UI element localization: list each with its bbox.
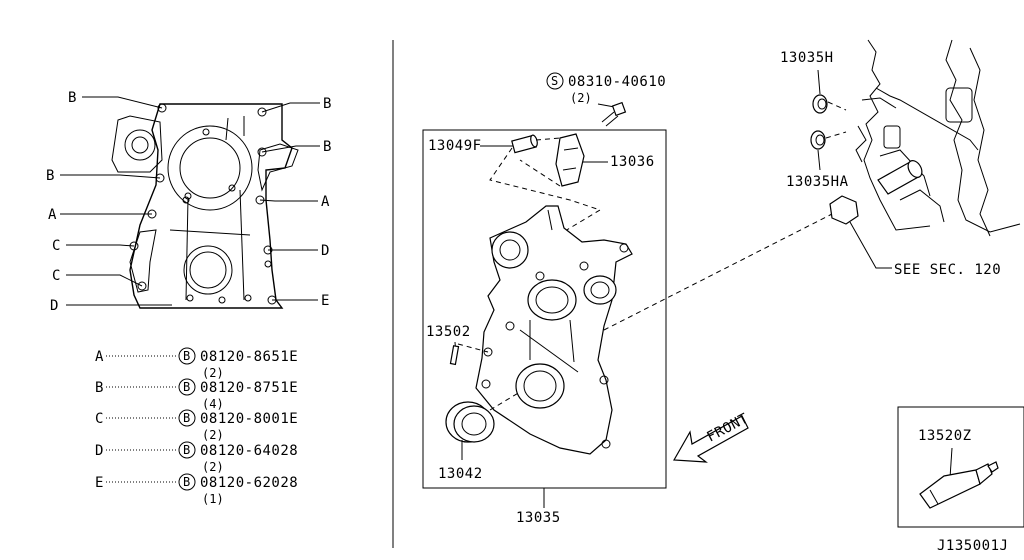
- crank-nut-icon: [829, 195, 859, 225]
- sealant-inset-frame: [897, 406, 1024, 528]
- callout-b-3: B: [323, 139, 331, 155]
- front-label: FRONT: [704, 410, 751, 445]
- cover-front-view: [60, 96, 320, 309]
- callout-b-2: B: [323, 96, 331, 112]
- screw-qty: (2): [570, 91, 592, 105]
- sealant-tube-icon: [919, 461, 999, 509]
- legend-symbol-a: B: [183, 349, 190, 363]
- callout-d-1: D: [321, 243, 329, 259]
- legend-part-e: 08120-62028: [200, 475, 298, 491]
- timing-cover-icon: [475, 205, 633, 455]
- callout-a-1: A: [48, 207, 57, 223]
- screw-icon: [601, 101, 627, 127]
- legend-qty-e: (1): [202, 492, 224, 506]
- part-13035h-label: 13035H: [780, 50, 834, 66]
- pin-13502-icon: [449, 345, 460, 366]
- legend-symbol-d: B: [183, 443, 190, 457]
- legend-key-a: A: [95, 349, 104, 365]
- part-13520z-label: 13520Z: [918, 428, 972, 444]
- seal-13035ha-icon: [810, 130, 826, 150]
- legend-symbol-b: B: [183, 380, 190, 394]
- callout-b-1: B: [68, 90, 76, 106]
- bolt-symbol-icon: [178, 378, 196, 396]
- callout-c-2: C: [52, 268, 60, 284]
- seal-13035h-icon: [812, 94, 828, 114]
- bolt-symbol-icon: [178, 347, 196, 365]
- part-13042-label: 13042: [438, 466, 483, 482]
- front-arrow-icon: [673, 415, 749, 463]
- diagram-id: J135001J: [937, 538, 1008, 554]
- legend-part-c: 08120-8001E: [200, 411, 298, 427]
- legend-symbol-c: B: [183, 411, 190, 425]
- legend-symbol-e: B: [183, 475, 190, 489]
- oil-seal-icon: [445, 401, 495, 443]
- part-13036-label: 13036: [610, 154, 655, 170]
- exploded-view: S 08310-40610 (2) 13049F 13036: [422, 72, 837, 526]
- legend-key-d: D: [95, 443, 103, 459]
- legend-part-b: 08120-8751E: [200, 380, 298, 396]
- legend-part-a: 08120-8651E: [200, 349, 298, 365]
- screw-symbol: S: [551, 74, 558, 88]
- callout-a-2: A: [321, 194, 330, 210]
- callout-d-2: D: [50, 298, 58, 314]
- bolt-symbol-icon: [178, 441, 196, 459]
- part-13502-label: 13502: [426, 324, 471, 340]
- dowel-pin-icon: [511, 134, 538, 154]
- legend-qty-d: (2): [202, 460, 224, 474]
- callout-b-4: B: [46, 168, 54, 184]
- legend-qty-a: (2): [202, 366, 224, 380]
- part-13035ha-label: 13035HA: [786, 174, 849, 190]
- see-section-label: SEE SEC. 120: [894, 262, 1001, 278]
- bolt-legend: A B 08120-8651E (2) B B 08120-8751E (4) …: [95, 347, 298, 506]
- part-13049f-label: 13049F: [428, 138, 482, 154]
- cover-view-letters: B B B B A A C C D D E: [46, 90, 331, 314]
- legend-part-d: 08120-64028: [200, 443, 298, 459]
- legend-key-c: C: [95, 411, 103, 427]
- legend-key-e: E: [95, 475, 103, 491]
- part-13035-label: 13035: [516, 510, 561, 526]
- bolt-symbol-icon: [178, 409, 196, 427]
- callout-c-1: C: [52, 238, 60, 254]
- bolt-symbol-icon: [178, 473, 196, 491]
- legend-qty-c: (2): [202, 428, 224, 442]
- engine-block-view: [810, 39, 1021, 269]
- screw-symbol-icon: [546, 72, 564, 90]
- callout-e-1: E: [321, 293, 329, 309]
- legend-qty-b: (4): [202, 397, 224, 411]
- bracket-13036-icon: [555, 133, 585, 187]
- legend-key-b: B: [95, 380, 103, 396]
- screw-part-number: 08310-40610: [568, 74, 666, 90]
